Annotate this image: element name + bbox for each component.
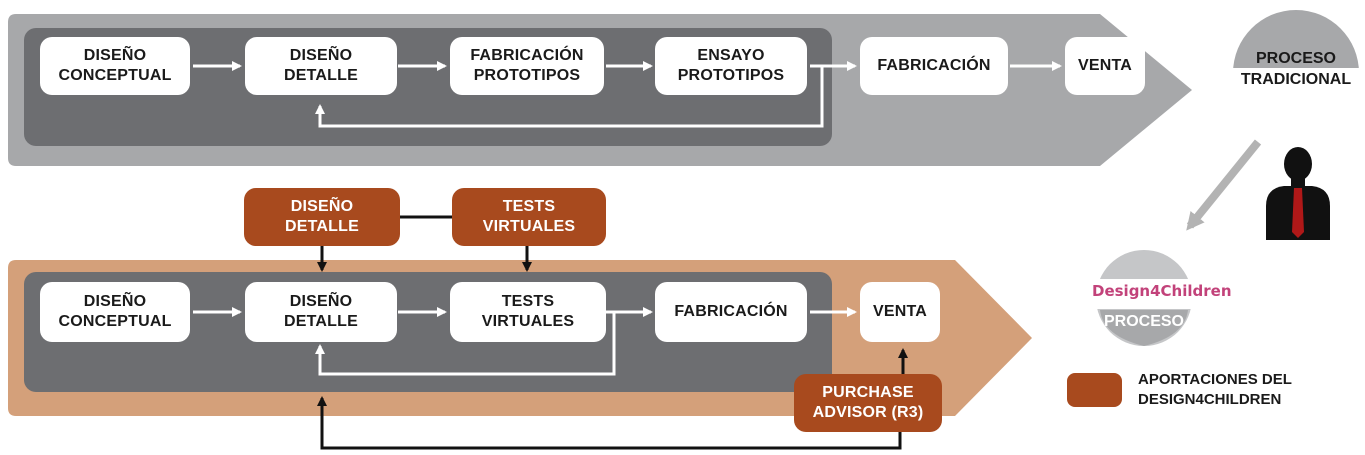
traditional-arrows [193,61,1062,128]
d4c-box-fabricacion: FABRICACIÓN [655,282,807,342]
transition-arrow [1186,139,1262,231]
legend-swatch [1067,373,1122,407]
d4c-box-venta: VENTA [860,282,940,342]
traditional-label: PROCESO TRADICIONAL [1240,50,1352,88]
contribution-tests-virtuales: TESTS VIRTUALES [452,188,606,246]
trad-box-fabricacion-prototipos: FABRICACIÓN PROTOTIPOS [450,37,604,95]
contribution-diseno-detalle: DISEÑO DETALLE [244,188,400,246]
d4c-process-label: PROCESO [1103,313,1184,330]
contribution-connectors [317,215,908,450]
design4children-logo: Design4Children [1092,282,1232,300]
d4c-inner-panel [24,272,832,392]
d4c-box-diseno-conceptual: DISEÑO CONCEPTUAL [40,282,190,342]
trad-box-fabricacion: FABRICACIÓN [860,37,1008,95]
trad-box-diseno-conceptual: DISEÑO CONCEPTUAL [40,37,190,95]
trad-box-venta: VENTA [1065,37,1145,95]
legend-text: APORTACIONES DEL DESIGN4CHILDREN [1138,371,1292,408]
traditional-inner-panel [24,28,832,146]
trad-box-ensayo-prototipos: ENSAYO PROTOTIPOS [655,37,807,95]
d4c-box-tests-virtuales: TESTS VIRTUALES [450,282,606,342]
contribution-purchase-advisor: PURCHASE ADVISOR (R3) [794,374,942,432]
d4c-arrows [193,307,857,376]
d4c-box-diseno-detalle: DISEÑO DETALLE [245,282,397,342]
trad-box-diseno-detalle: DISEÑO DETALLE [245,37,397,95]
businessman-icon [1266,147,1330,240]
